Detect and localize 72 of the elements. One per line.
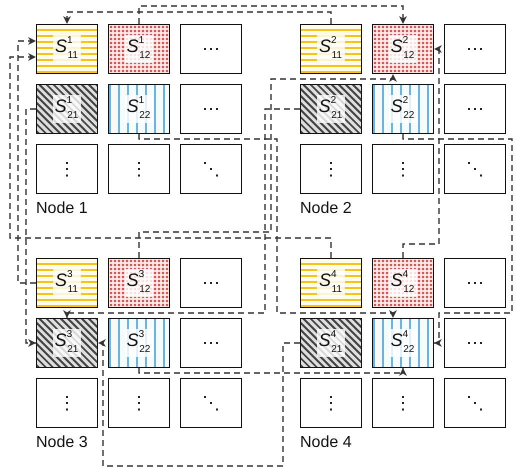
ellipsis-mark: ⋱ — [202, 160, 220, 178]
node-label: Node 3 — [36, 434, 88, 452]
ellipsis-mark: ⋯ — [202, 100, 220, 118]
node-label: Node 2 — [300, 200, 352, 218]
matrix-block — [372, 258, 434, 308]
ellipsis-mark: ⋮ — [322, 394, 340, 412]
ellipsis-mark: ⋯ — [202, 40, 220, 58]
ellipsis-mark: ⋱ — [466, 394, 484, 412]
ellipsis-mark: ⋯ — [466, 40, 484, 58]
matrix-cell — [372, 144, 434, 194]
matrix-block — [36, 24, 98, 74]
matrix-block — [372, 84, 434, 134]
arrow — [98, 339, 300, 467]
matrix-cell — [444, 258, 506, 308]
matrix-cell — [444, 84, 506, 134]
arrow — [402, 134, 513, 347]
node-label: Node 4 — [300, 434, 352, 452]
node-label: Node 1 — [36, 200, 88, 218]
matrix-block — [372, 318, 434, 368]
matrix-cell — [108, 378, 170, 428]
matrix-cell — [180, 144, 242, 194]
ellipsis-mark: ⋯ — [466, 274, 484, 292]
ellipsis-mark: ⋮ — [130, 160, 148, 178]
ellipsis-mark: ⋮ — [58, 394, 76, 412]
ellipsis-mark: ⋮ — [58, 160, 76, 178]
arrow — [138, 5, 407, 24]
ellipsis-mark: ⋯ — [202, 334, 220, 352]
matrix-cell — [444, 318, 506, 368]
matrix-cell — [300, 144, 362, 194]
matrix-cell — [180, 24, 242, 74]
matrix-cell — [372, 378, 434, 428]
arrow — [25, 108, 36, 347]
matrix-block — [372, 24, 434, 74]
arrow — [9, 53, 332, 258]
ellipsis-mark: ⋮ — [322, 160, 340, 178]
matrix-block — [108, 318, 170, 368]
matrix-cell — [108, 144, 170, 194]
matrix-block — [36, 318, 98, 368]
ellipsis-mark: ⋮ — [130, 394, 148, 412]
matrix-cell — [180, 378, 242, 428]
matrix-cell — [180, 258, 242, 308]
matrix-block — [108, 24, 170, 74]
matrix-block — [36, 84, 98, 134]
arrow — [17, 37, 36, 284]
arrow — [63, 11, 332, 24]
arrow — [402, 45, 442, 258]
matrix-cell — [444, 378, 506, 428]
arrow — [138, 368, 407, 376]
ellipsis-mark: ⋯ — [202, 274, 220, 292]
matrix-cell — [180, 84, 242, 134]
matrix-block — [300, 84, 362, 134]
matrix-block — [300, 258, 362, 308]
matrix-cell — [36, 378, 98, 428]
arrow — [138, 134, 397, 318]
matrix-cell — [300, 378, 362, 428]
arrow — [138, 74, 397, 258]
matrix-cell — [444, 24, 506, 74]
ellipsis-mark: ⋱ — [466, 160, 484, 178]
ellipsis-mark: ⋮ — [394, 160, 412, 178]
matrix-block — [36, 258, 98, 308]
matrix-block — [108, 258, 170, 308]
arrow — [63, 108, 300, 318]
matrix-cell — [444, 144, 506, 194]
matrix-block — [300, 318, 362, 368]
matrix-cell — [36, 144, 98, 194]
ellipsis-mark: ⋮ — [394, 394, 412, 412]
matrix-block — [300, 24, 362, 74]
ellipsis-mark: ⋯ — [466, 100, 484, 118]
matrix-cell — [180, 318, 242, 368]
matrix-block — [108, 84, 170, 134]
ellipsis-mark: ⋱ — [202, 394, 220, 412]
ellipsis-mark: ⋯ — [466, 334, 484, 352]
